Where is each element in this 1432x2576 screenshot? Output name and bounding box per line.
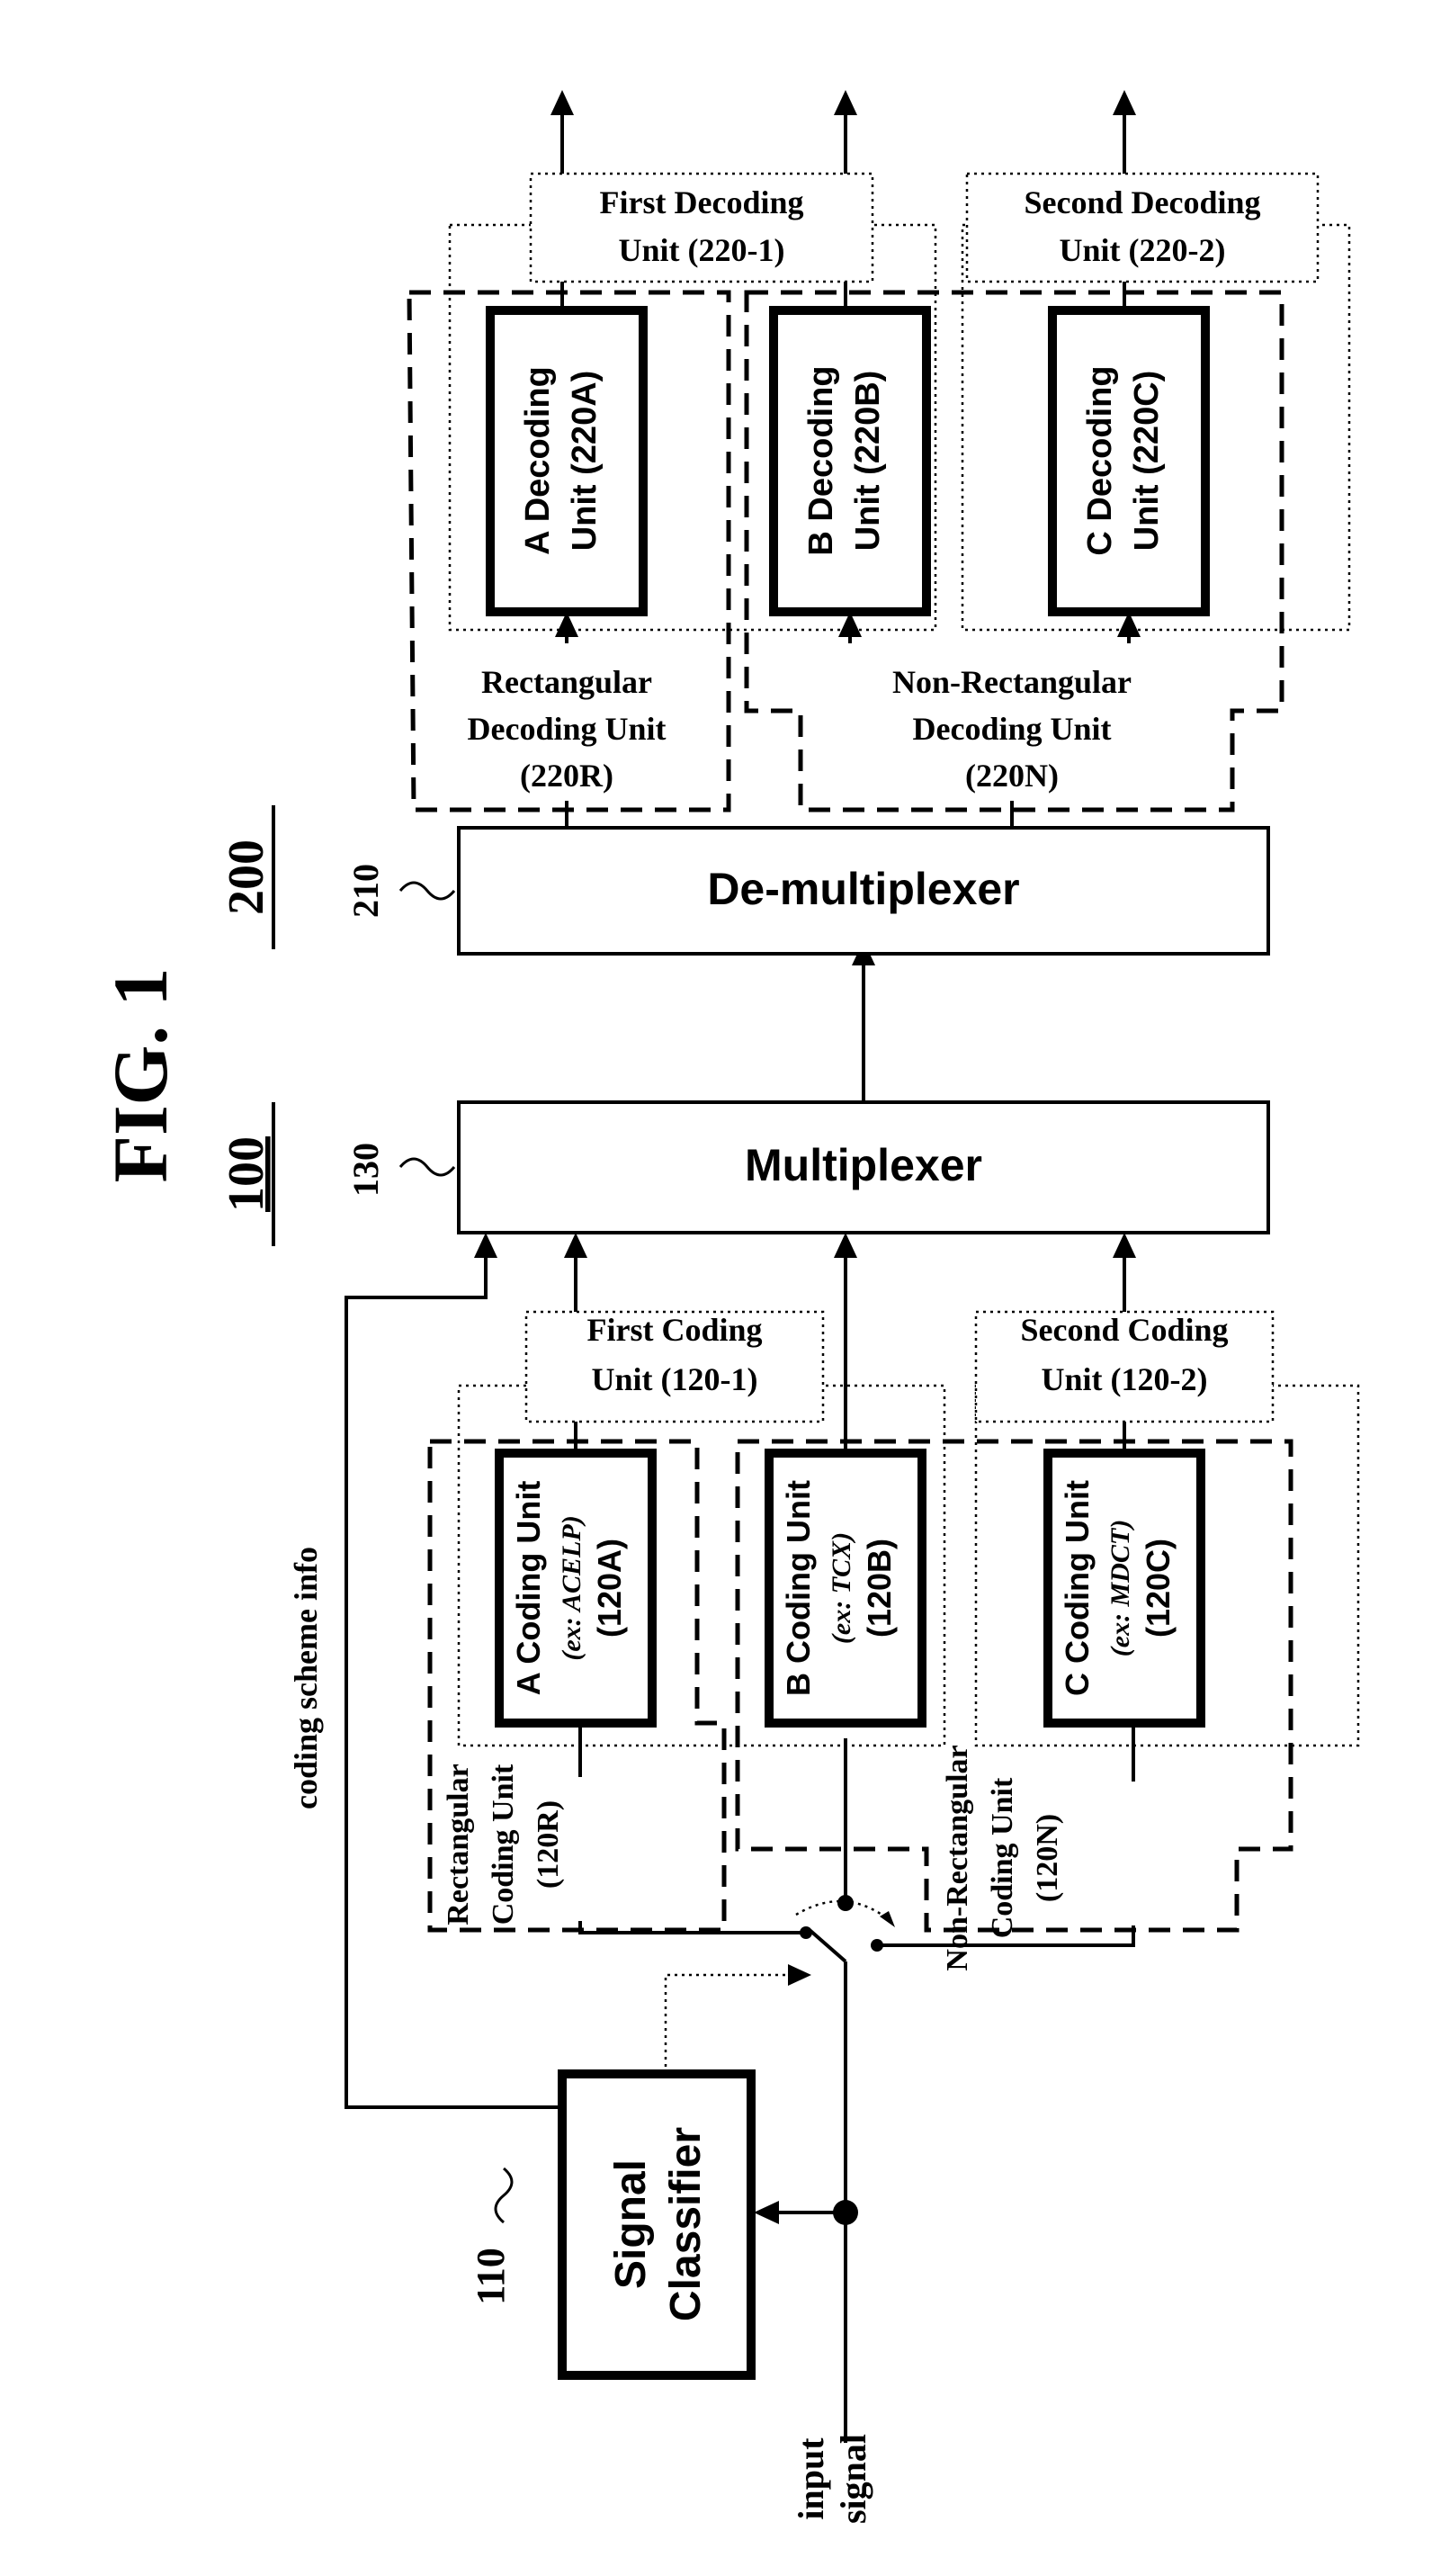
second-decoding-unit-label-1: Second Decoding (1024, 184, 1260, 220)
demultiplexer-ref: 210 (345, 864, 386, 918)
first-coding-unit-label-1: First Coding (586, 1312, 762, 1348)
c-to-mux-arrowhead (1113, 1233, 1136, 1258)
coding-unit-c-label-3: (120C) (1140, 1539, 1177, 1638)
non-rectangular-coding-unit-label-1: Non-Rectangular (941, 1745, 974, 1970)
c-output-arrowhead (1113, 90, 1136, 115)
b-to-mux-arrowhead (834, 1233, 857, 1258)
b-output-arrowhead (834, 90, 857, 115)
signal-classifier-label-2: Classifier (662, 2127, 710, 2321)
multiplexer-label: Multiplexer (745, 1140, 982, 1190)
first-decoding-unit-label-2: Unit (220-1) (619, 232, 785, 268)
rectangular-coding-unit-label-1: Rectangular (442, 1764, 475, 1925)
a-to-mux-arrowhead (564, 1233, 587, 1258)
rectangular-decoding-unit-label-3: (220R) (520, 758, 613, 794)
classifier-input-arrowhead (754, 2201, 779, 2224)
demultiplexer-label: De-multiplexer (707, 864, 1019, 914)
encoder-ref-label: 100 (219, 1136, 274, 1212)
input-signal-label-2: signal (833, 2434, 873, 2524)
decoding-unit-c-label-1: C Decoding (1081, 365, 1119, 555)
rectangular-decoding-unit-label-2: Decoding Unit (467, 711, 666, 747)
second-decoding-unit-label-2: Unit (220-2) (1060, 232, 1226, 268)
switch-control-arrowhead (788, 1964, 811, 1986)
coding-unit-b-label-2: (ex: TCX) (827, 1532, 856, 1644)
first-coding-unit-label-2: Unit (120-1) (592, 1361, 758, 1397)
first-decoding-unit-label-1: First Decoding (600, 184, 804, 220)
non-rectangular-coding-unit-label-2: Coding Unit (986, 1777, 1019, 1938)
decoder-ref-label: 200 (219, 839, 274, 915)
coding-scheme-info-label: coding scheme info (288, 1547, 324, 1809)
coding-unit-a-label-3: (120A) (591, 1539, 628, 1638)
rectangular-decoding-unit-label-1: Rectangular (481, 664, 652, 700)
multiplexer-ref: 130 (345, 1143, 386, 1197)
coding-unit-a-label-2: (ex: ACELP) (557, 1515, 586, 1660)
second-coding-unit-label-2: Unit (120-2) (1042, 1361, 1208, 1397)
switch-selector-arrowhead (880, 1911, 895, 1927)
input-signal-label-1: input (791, 2437, 831, 2520)
a-output-arrowhead (550, 90, 574, 115)
non-rectangular-decoding-unit-label-1: Non-Rectangular (892, 664, 1132, 700)
non-rectangular-decoding-unit-label-2: Decoding Unit (912, 711, 1111, 747)
figure-title: FIG. 1 (97, 968, 183, 1183)
second-coding-unit-label-1: Second Coding (1020, 1312, 1228, 1348)
demultiplexer-ref-leader (400, 883, 454, 899)
switch-control-line (666, 1975, 792, 2074)
coding-unit-b-label-1: B Coding Unit (780, 1480, 817, 1696)
multiplexer-ref-leader (400, 1159, 454, 1175)
decoding-unit-b-label-1: B Decoding (802, 365, 840, 555)
rectangular-coding-unit-label-box (436, 1777, 706, 1921)
non-rectangular-coding-unit-label-box (935, 1782, 1232, 1925)
coding-unit-b-label-3: (120B) (861, 1539, 898, 1638)
signal-classifier-label-1: Signal (607, 2159, 655, 2289)
signal-classifier-ref-leader (496, 2168, 512, 2222)
coding-unit-c-label-2: (ex: MDCT) (1105, 1520, 1135, 1656)
rectangular-coding-unit-label-3: (120R) (532, 1800, 565, 1889)
coding-unit-a-label-1: A Coding Unit (510, 1481, 547, 1696)
decoding-unit-a-label-1: A Decoding (519, 366, 557, 555)
switch-arm (810, 1930, 846, 1961)
non-rectangular-coding-unit-label-3: (120N) (1031, 1814, 1064, 1902)
signal-classifier-box (562, 2074, 751, 2375)
coding-scheme-info-arrowhead (474, 1233, 497, 1258)
non-rectangular-decoding-unit-label-3: (220N) (965, 758, 1059, 794)
decoding-unit-c-label-2: Unit (220C) (1128, 371, 1166, 552)
decoding-unit-b-label-2: Unit (220B) (849, 371, 887, 552)
rectangular-coding-unit-label-2: Coding Unit (487, 1764, 520, 1925)
coding-unit-c-label-1: C Coding Unit (1059, 1480, 1096, 1696)
decoding-unit-a-label-2: Unit (220A) (566, 371, 604, 552)
signal-classifier-ref: 110 (469, 2248, 513, 2305)
